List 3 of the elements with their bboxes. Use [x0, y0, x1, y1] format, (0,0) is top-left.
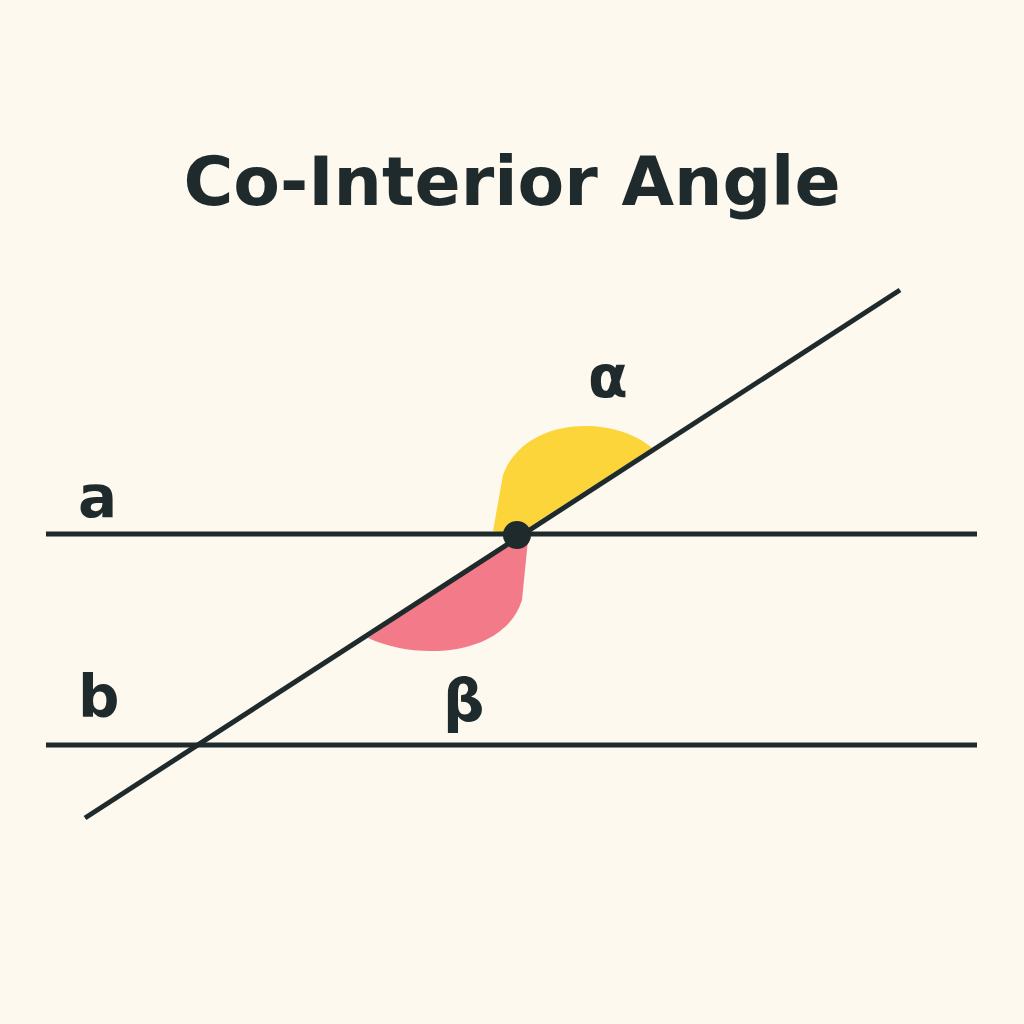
line-label: a: [78, 468, 118, 526]
line-label: b: [78, 668, 120, 726]
angle-label: α: [588, 348, 628, 406]
